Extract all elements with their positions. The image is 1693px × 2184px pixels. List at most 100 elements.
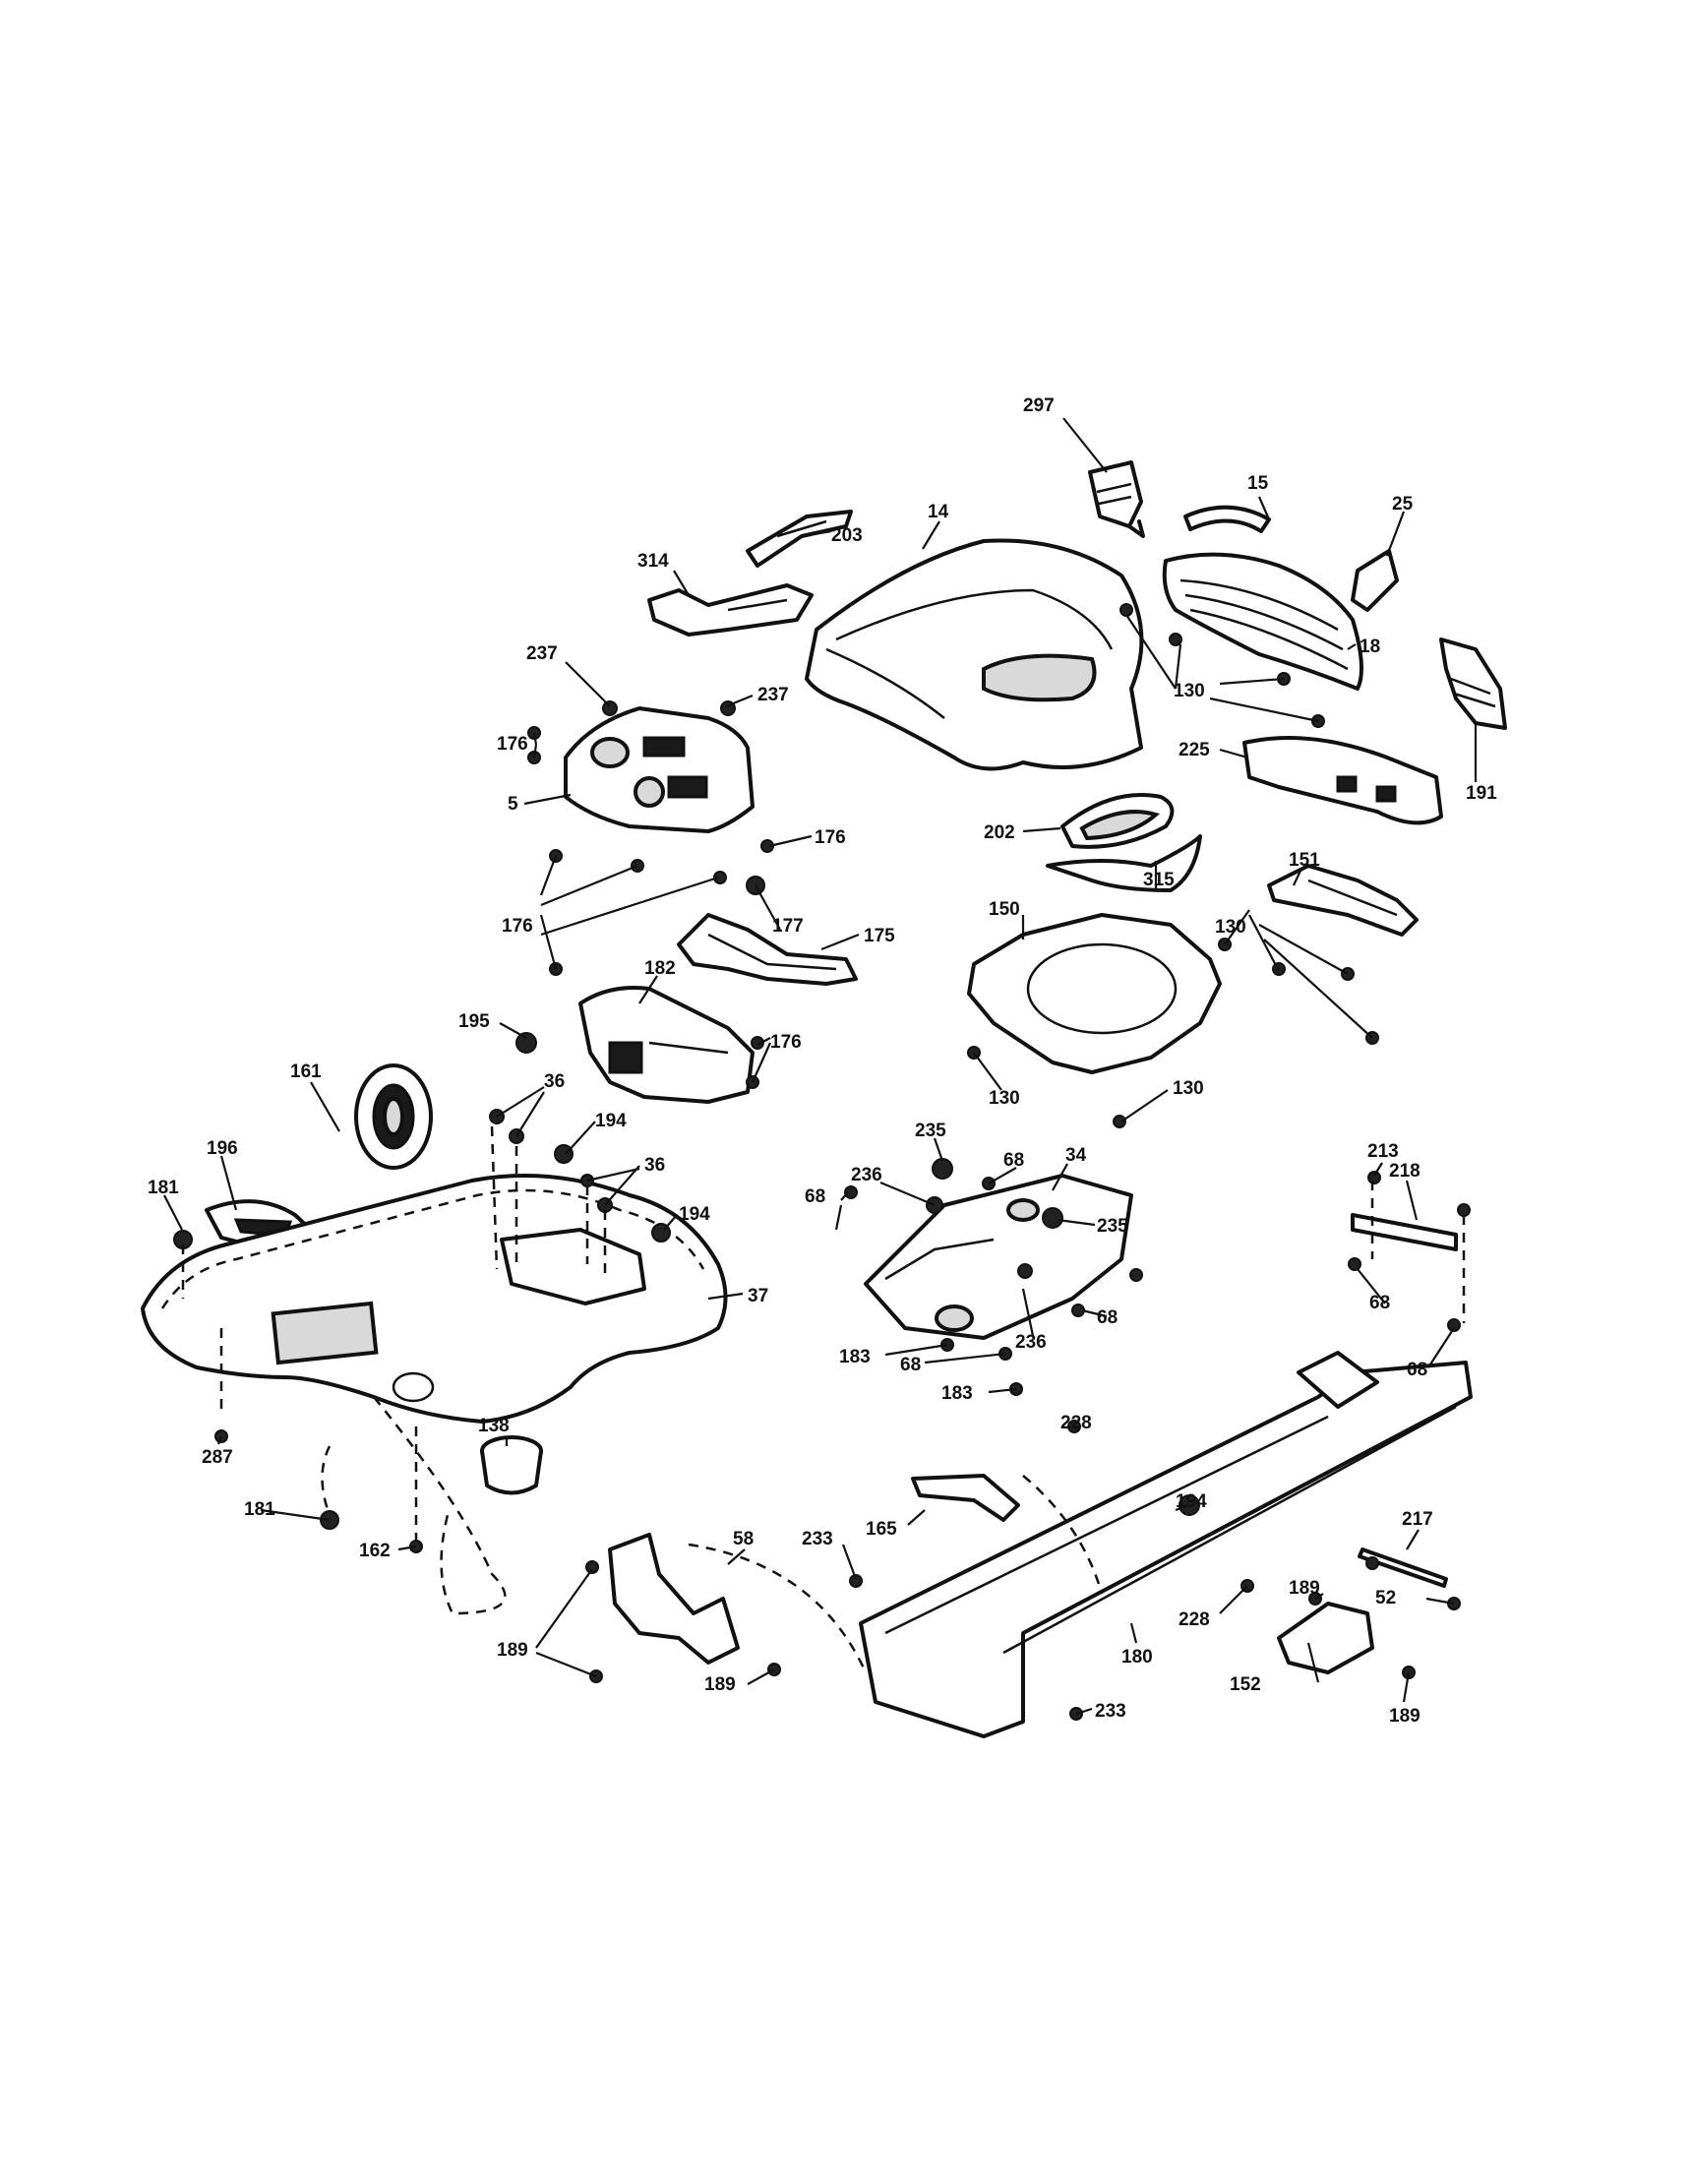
callout-189-bracket-right: 189 [704, 1674, 736, 1695]
part-5-dash [564, 706, 755, 833]
callout-237-right: 237 [757, 685, 789, 705]
part-14-hood [805, 538, 1144, 771]
callout-18: 18 [1360, 637, 1380, 657]
part-225 [1242, 736, 1443, 825]
callout-233-bottom: 233 [1095, 1701, 1126, 1722]
part-18-grille [1162, 552, 1363, 691]
callout-237-left: 237 [526, 643, 558, 664]
part-37-fender [141, 1174, 728, 1424]
callout-68-plate-left: 68 [805, 1186, 825, 1207]
part-315 [1046, 834, 1202, 892]
callout-218: 218 [1389, 1161, 1421, 1182]
callout-37: 37 [748, 1286, 768, 1306]
part-217 [1358, 1547, 1448, 1588]
callout-194-frame: 194 [1176, 1491, 1207, 1512]
callout-176-dash-right: 176 [815, 827, 846, 848]
callout-14: 14 [928, 502, 949, 522]
callout-183-right: 183 [941, 1383, 973, 1404]
callout-287: 287 [202, 1447, 233, 1468]
callout-68-plate-top: 68 [1003, 1150, 1024, 1171]
callout-15: 15 [1247, 473, 1269, 494]
callout-151: 151 [1289, 850, 1320, 871]
part-151 [1267, 864, 1419, 937]
callout-225: 225 [1179, 740, 1210, 760]
callout-189-bracket-left: 189 [497, 1640, 528, 1661]
callout-236-top: 236 [851, 1165, 882, 1185]
callout-297: 297 [1023, 395, 1055, 416]
callout-52: 52 [1375, 1588, 1396, 1608]
part-182-console [578, 986, 755, 1104]
part-150-pan [967, 913, 1222, 1074]
part-218 [1351, 1213, 1458, 1251]
callout-68-plate-right: 68 [1097, 1307, 1118, 1328]
callout-182: 182 [644, 958, 676, 979]
callout-181-bottom: 181 [244, 1499, 275, 1520]
callout-189-right-top: 189 [1289, 1578, 1320, 1599]
callout-152: 152 [1230, 1674, 1261, 1695]
callout-36-top: 36 [544, 1071, 565, 1092]
callout-68-strap-left: 68 [1369, 1293, 1390, 1313]
callout-315: 315 [1143, 870, 1175, 890]
callout-176-dash-left: 176 [497, 734, 528, 755]
leader-lines [163, 417, 1478, 1716]
callout-175: 175 [864, 926, 895, 946]
callout-68-plate-bottom: 68 [900, 1355, 921, 1375]
part-314 [647, 583, 814, 637]
part-15 [1183, 505, 1271, 533]
callout-130-pan-right: 130 [1173, 1078, 1204, 1099]
part-34-plate [864, 1174, 1133, 1340]
part-25 [1351, 549, 1399, 612]
callout-58: 58 [733, 1529, 754, 1549]
callout-181-top: 181 [148, 1178, 179, 1198]
part-202 [1060, 793, 1175, 849]
part-180-frame [859, 1351, 1473, 1738]
part-175 [677, 913, 858, 986]
part-297 [1088, 460, 1145, 538]
callout-196: 196 [207, 1138, 238, 1159]
callout-176-group: 176 [502, 916, 533, 937]
callout-5: 5 [508, 794, 518, 815]
callout-202: 202 [984, 822, 1015, 843]
callout-165: 165 [866, 1519, 897, 1540]
callout-235-top: 235 [915, 1121, 946, 1141]
part-138 [480, 1435, 543, 1495]
part-203 [746, 510, 853, 568]
callout-34: 34 [1065, 1145, 1087, 1166]
callout-176-console: 176 [770, 1032, 802, 1053]
callout-177: 177 [772, 916, 804, 937]
callout-236-bottom: 236 [1015, 1332, 1047, 1353]
part-58 [608, 1533, 740, 1665]
callout-314: 314 [637, 551, 669, 572]
callout-235-right: 235 [1097, 1216, 1128, 1237]
callout-217: 217 [1402, 1509, 1433, 1530]
callout-228-top: 228 [1060, 1413, 1092, 1433]
callout-203: 203 [831, 525, 863, 546]
part-191 [1439, 637, 1507, 730]
part-165 [911, 1474, 1020, 1522]
callout-labels: 297 15 25 14 203 314 18 130 191 225 237 … [148, 395, 1497, 1727]
callout-183-left: 183 [839, 1347, 871, 1367]
callout-162: 162 [359, 1541, 391, 1561]
part-152 [1277, 1602, 1374, 1674]
callout-228-bottom: 228 [1179, 1609, 1210, 1630]
callout-130-pan-left: 130 [989, 1088, 1020, 1109]
callout-180: 180 [1121, 1647, 1153, 1668]
callout-194-top: 194 [595, 1111, 627, 1131]
callout-25: 25 [1392, 494, 1414, 515]
part-161 [354, 1063, 433, 1170]
callout-161: 161 [290, 1062, 322, 1082]
callout-130-grille: 130 [1174, 681, 1205, 701]
callout-191: 191 [1466, 783, 1497, 804]
callout-194-mid: 194 [679, 1204, 710, 1225]
callout-233-top: 233 [802, 1529, 833, 1549]
callout-213: 213 [1367, 1141, 1399, 1162]
callout-189-right-bottom: 189 [1389, 1706, 1421, 1727]
callout-138: 138 [478, 1416, 510, 1436]
callout-195: 195 [458, 1011, 490, 1032]
callout-36-bottom: 36 [644, 1155, 665, 1176]
callout-68-strap-right: 68 [1407, 1360, 1427, 1380]
callout-130-bracket: 130 [1215, 917, 1246, 938]
hardware-routing [181, 1125, 1466, 1673]
callout-150: 150 [989, 899, 1020, 920]
